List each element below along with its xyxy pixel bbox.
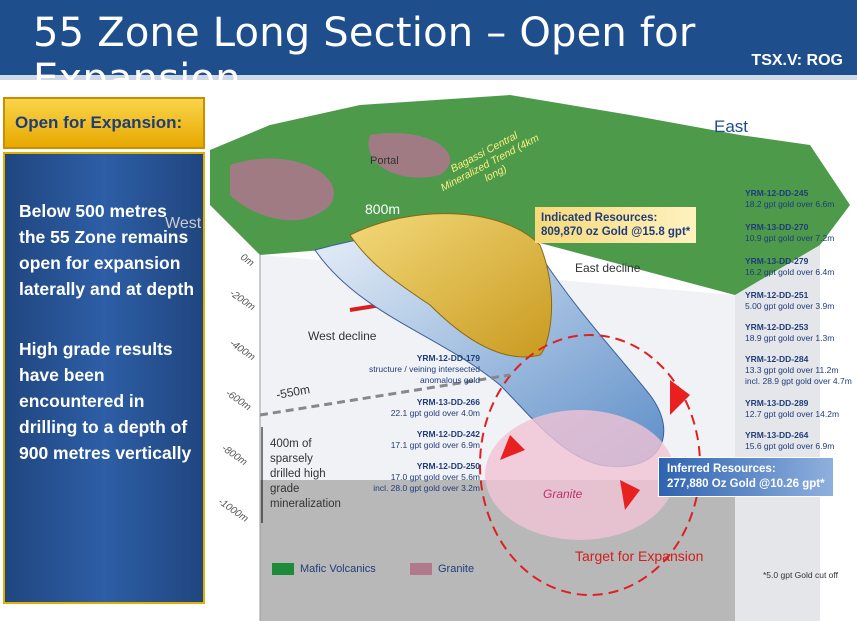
expansion-arrow (500, 435, 525, 460)
hole-id: YRM-12-DD-179 (416, 353, 480, 363)
hole-id: YRM-13-DD-270 (745, 222, 809, 232)
inferred-title: Inferred Resources: (667, 463, 776, 475)
hole-result: 18.2 gpt gold over 6.6m (745, 199, 835, 209)
granite-zone-label: Granite (543, 487, 583, 501)
east-label: East (714, 117, 749, 136)
hole-id: YRM-12-DD-245 (745, 188, 809, 198)
sidebar-paragraph: High grade results have been encountered… (19, 339, 192, 463)
level-550-line (259, 373, 511, 417)
hole-result: 16.2 gpt gold over 6.4m (745, 267, 835, 277)
hole-result: 17.1 gpt gold over 6.9m (390, 440, 480, 450)
portal-label: Portal (370, 155, 399, 167)
hole-result: 5.00 gpt gold over 3.9m (745, 301, 835, 311)
hole-result: 10.9 gpt gold over 7.2m (745, 233, 835, 243)
legend-label: Mafic Volcanics (300, 563, 376, 575)
inferred-resources-box: Inferred Resources: 277,880 Oz Gold @10.… (658, 457, 834, 497)
hole-id: YRM-13-DD-279 (745, 256, 809, 266)
hole-result: 15.6 gpt gold over 6.9m (745, 441, 835, 451)
footnote: *5.0 gpt Gold cut off (763, 570, 838, 580)
hole-result: anomalous gold (419, 375, 480, 385)
sidebar-panel: Below 500 metres the 55 Zone remains ope… (3, 152, 205, 604)
distance-label: 800m (365, 201, 401, 217)
indicated-value: 809,870 oz Gold @15.8 gpt* (541, 226, 691, 238)
hole-id: YRM-12-DD-284 (745, 354, 809, 364)
sidebar-heading: Open for Expansion: (3, 97, 205, 149)
hole-result: 22.1 gpt gold over 4.0m (390, 408, 480, 418)
expansion-arrow (620, 480, 640, 510)
hole-result: incl. 28.9 gpt gold over 4.7m (745, 376, 852, 386)
legend-swatch (410, 563, 432, 575)
west-label: West (165, 215, 202, 232)
hole-id: YRM-12-DD-253 (745, 322, 809, 332)
hole-result: 17.0 gpt gold over 5.6m (390, 472, 480, 482)
hole-result: 18.9 gpt gold over 1.3m (745, 333, 835, 343)
hole-result: 13.3 gpt gold over 11.2m (745, 365, 839, 375)
hole-id: YRM-12-DD-242 (416, 429, 480, 439)
hole-result: 12.7 gpt gold over 14.2m (745, 409, 840, 419)
ticker-symbol: TSX.V: ROG (751, 52, 843, 69)
block-side-face (735, 245, 820, 621)
legend-granite: Granite (410, 563, 474, 575)
sparse-drilling-note: 400m of sparsely drilled high grade mine… (270, 438, 341, 510)
long-section-diagram: East West Portal Bagassi Central Mineral… (165, 95, 857, 621)
hole-id: YRM-13-DD-266 (416, 397, 480, 407)
west-decline-label: West decline (308, 329, 377, 343)
granite-outcrop (230, 133, 451, 221)
indicated-ore-body (349, 213, 552, 358)
hole-id: YRM-12-DD-250 (416, 461, 480, 471)
inferred-value: 277,880 Oz Gold @10.26 gpt* (667, 478, 825, 490)
hole-id: YRM-13-DD-264 (745, 430, 809, 440)
target-label: Target for Expansion (575, 548, 704, 564)
indicated-resources-box: Indicated Resources: 809,870 oz Gold @15… (535, 207, 697, 243)
east-decline-label: East decline (575, 261, 641, 275)
granite-zone (485, 410, 675, 540)
header: 55 Zone Long Section – Open for Expansio… (0, 0, 857, 102)
expansion-arrow (670, 380, 690, 415)
hole-result: incl. 28.0 gpt gold over 3.2m (373, 483, 480, 493)
legend-label: Granite (438, 563, 475, 575)
sidebar-paragraph: Below 500 metres the 55 Zone remains ope… (19, 201, 195, 299)
page-title: 55 Zone Long Section – Open for Expansio… (33, 10, 696, 102)
indicated-title: Indicated Resources: (541, 212, 658, 224)
block-model (210, 95, 850, 621)
legend-mafic: Mafic Volcanics (272, 563, 376, 575)
legend-swatch (272, 563, 294, 575)
hole-result: structure / veining intersected (368, 364, 480, 374)
hole-id: YRM-12-DD-251 (745, 290, 809, 300)
hole-id: YRM-13-DD-289 (745, 398, 809, 408)
